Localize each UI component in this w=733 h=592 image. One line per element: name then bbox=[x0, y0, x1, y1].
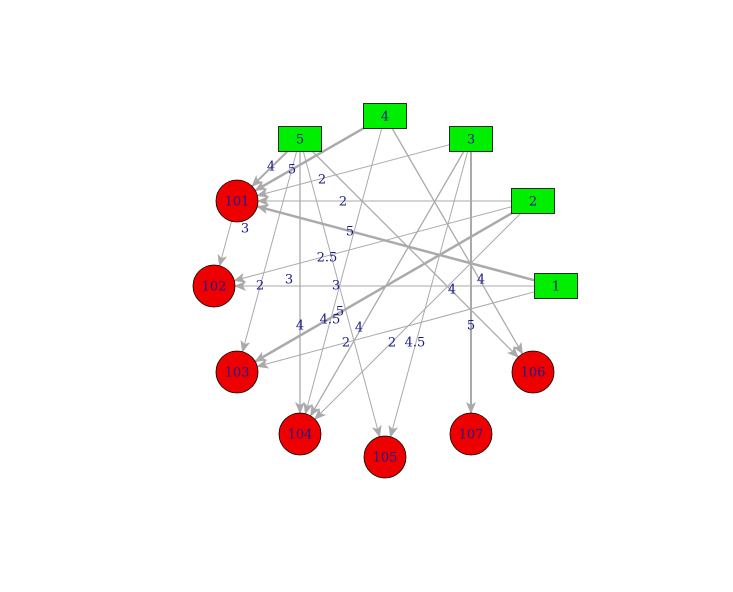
node-104: 104 bbox=[278, 412, 322, 456]
node-shape-4 bbox=[363, 103, 407, 129]
node-label-3: 3 bbox=[467, 133, 475, 148]
edge-2-to-103 bbox=[254, 212, 513, 363]
edge-label-5-to-104: 4 bbox=[296, 319, 304, 334]
node-label-1: 1 bbox=[552, 280, 560, 295]
edge-label-4-to-104: 3 bbox=[332, 279, 340, 294]
node-label-103: 103 bbox=[225, 366, 250, 381]
node-label-102: 102 bbox=[202, 280, 227, 295]
edge-label-5-to-103: 3 bbox=[285, 273, 293, 288]
edge-3-to-105 bbox=[388, 151, 469, 438]
edge-5-to-105 bbox=[302, 151, 382, 438]
node-shape-2 bbox=[511, 188, 555, 214]
edge-label-101-to-102: 3 bbox=[241, 222, 249, 237]
edge-101-to-102 bbox=[217, 221, 232, 267]
edge-label-5-to-101: 5 bbox=[288, 163, 296, 178]
edge-label-4-to-106: 4 bbox=[477, 273, 485, 288]
node-label-106: 106 bbox=[521, 366, 546, 381]
node-shape-1 bbox=[534, 273, 578, 299]
edge-label-3-to-105: 4.5 bbox=[405, 336, 426, 351]
node-label-104: 104 bbox=[288, 428, 313, 443]
edge-label-3-to-107: 5 bbox=[467, 319, 475, 334]
edge-1-to-101 bbox=[256, 204, 535, 282]
node-label-107: 107 bbox=[459, 428, 484, 443]
edges-layer bbox=[217, 127, 535, 438]
edge-label-4-to-101: 4 bbox=[267, 160, 275, 175]
node-shape-3 bbox=[449, 126, 493, 152]
node-107: 107 bbox=[449, 412, 493, 456]
edge-label-2-to-103: 4.5 bbox=[320, 313, 341, 328]
node-shape-101 bbox=[215, 179, 259, 223]
edge-1-to-103 bbox=[256, 291, 535, 369]
edge-5-to-103 bbox=[240, 151, 298, 353]
node-103: 103 bbox=[215, 350, 259, 394]
node-shape-106 bbox=[511, 350, 555, 394]
edge-label-1-to-101: 5 bbox=[346, 225, 354, 240]
node-label-5: 5 bbox=[296, 133, 304, 148]
edge-label-5-to-106: 4 bbox=[448, 283, 456, 298]
edge-4-to-101 bbox=[254, 127, 365, 192]
edge-2-to-104 bbox=[314, 213, 521, 420]
edge-label-2-to-104: 2 bbox=[388, 336, 396, 351]
node-2: 2 bbox=[511, 188, 555, 214]
node-label-105: 105 bbox=[373, 451, 398, 466]
node-shape-102 bbox=[192, 264, 236, 308]
node-label-2: 2 bbox=[529, 195, 537, 210]
node-shape-104 bbox=[278, 412, 322, 456]
node-5: 5 bbox=[278, 126, 322, 152]
node-label-101: 101 bbox=[225, 195, 250, 210]
node-shape-105 bbox=[363, 435, 407, 479]
edge-label-2-to-102: 2.5 bbox=[317, 251, 338, 266]
node-101: 101 bbox=[215, 179, 259, 223]
edge-label-5-to-105: 2 bbox=[342, 336, 350, 351]
node-102: 102 bbox=[192, 264, 236, 308]
edge-5-to-106 bbox=[312, 151, 519, 358]
edge-4-to-106 bbox=[391, 128, 524, 355]
edge-label-3-to-104: 5 bbox=[336, 305, 344, 320]
node-1: 1 bbox=[534, 273, 578, 299]
edge-5-to-101 bbox=[251, 150, 288, 187]
edge-2-to-102 bbox=[233, 206, 512, 283]
edge-label-1-to-102: 2 bbox=[256, 279, 264, 294]
edge-label-3-to-101: 2 bbox=[318, 173, 326, 188]
edge-3-to-101 bbox=[256, 144, 450, 198]
node-shape-103 bbox=[215, 350, 259, 394]
edge-4-to-104 bbox=[303, 128, 383, 415]
node-shape-5 bbox=[278, 126, 322, 152]
node-3: 3 bbox=[449, 126, 493, 152]
node-105: 105 bbox=[363, 435, 407, 479]
node-label-4: 4 bbox=[381, 110, 389, 125]
edge-label-2-to-101: 2 bbox=[339, 195, 347, 210]
node-4: 4 bbox=[363, 103, 407, 129]
edge-label-1-to-103: 4 bbox=[355, 321, 363, 336]
node-106: 106 bbox=[511, 350, 555, 394]
node-shape-107 bbox=[449, 412, 493, 456]
edge-3-to-104 bbox=[309, 151, 465, 417]
